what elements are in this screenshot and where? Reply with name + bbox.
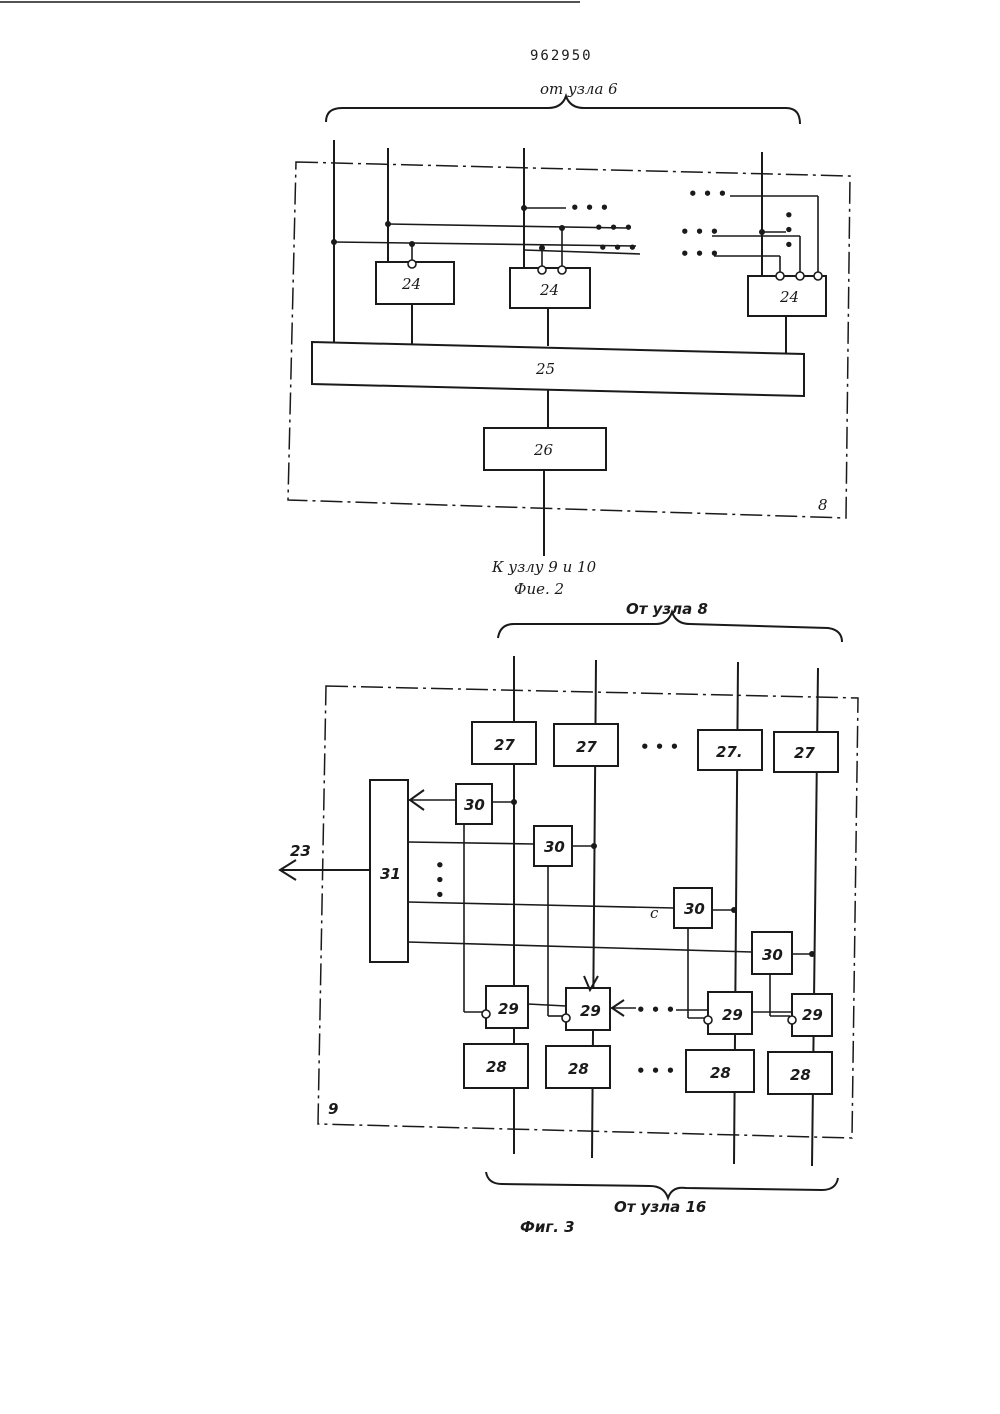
fig2-inverted-input bbox=[538, 266, 546, 274]
fig3-block-28-2-label: 28 bbox=[568, 1060, 589, 1078]
fig3-caption: Фиг. 3 bbox=[520, 1218, 575, 1236]
fig2-inverted-input bbox=[776, 272, 784, 280]
fig2-inverted-input bbox=[814, 272, 822, 280]
fig3-block-29-1-label: 29 bbox=[498, 1000, 519, 1018]
fig3-top-brace bbox=[498, 612, 842, 642]
fig3-block-27-3-label: 27. bbox=[716, 743, 743, 761]
fig3-block-31-label: 31 bbox=[380, 865, 401, 883]
fig2-block-25-label: 25 bbox=[535, 360, 555, 378]
fig2-inverted-input bbox=[796, 272, 804, 280]
fig3-block-29-3-label: 29 bbox=[722, 1006, 743, 1024]
fig3-block-28-4-label: 28 bbox=[790, 1066, 811, 1084]
fig3-c-mark: с bbox=[650, 904, 659, 922]
fig2-inverted-input bbox=[558, 266, 566, 274]
fig3-block-28-1-label: 28 bbox=[486, 1058, 507, 1076]
fig3-block-29-4-label: 29 bbox=[802, 1006, 823, 1024]
svg-text:• • •: • • • bbox=[680, 223, 719, 241]
fig3-block-27-2-label: 27 bbox=[576, 738, 597, 756]
figure-2: от узла 6 8 bbox=[288, 80, 850, 598]
fig2-block-24-left-label: 24 bbox=[401, 275, 421, 293]
svg-text:• • •: • • • bbox=[594, 219, 633, 237]
fig3-block-29-2-label: 29 bbox=[580, 1002, 601, 1020]
fig3-bottom-label: От узла 16 bbox=[614, 1198, 706, 1216]
figure-3: От узла 8 9 27 27 27. 27 • • • 31 23 • •… bbox=[280, 600, 858, 1236]
fig3-block-27-4-label: 27 bbox=[794, 744, 815, 762]
fig3-ellipsis-top: • • • bbox=[640, 738, 679, 756]
fig2-block-26-label: 26 bbox=[533, 441, 554, 459]
fig3-block-30-2-label: 30 bbox=[544, 838, 565, 856]
svg-text:• • •: • • • bbox=[570, 199, 609, 217]
svg-text:• • •: • • • bbox=[680, 245, 719, 263]
fig2-top-label: от узла 6 bbox=[540, 80, 618, 98]
fig2-frame-label: 8 bbox=[818, 496, 828, 514]
fig2-caption: Фие. 2 bbox=[514, 580, 564, 598]
fig3-block-28-3-label: 28 bbox=[710, 1064, 731, 1082]
fig3-frame-label: 9 bbox=[328, 1100, 338, 1118]
fig2-block-24-right-label: 24 bbox=[779, 288, 799, 306]
fig3-block-30-3-label: 30 bbox=[684, 900, 705, 918]
fig3-ellipsis-middle: • • • bbox=[636, 1001, 675, 1019]
page-number: 962950 bbox=[530, 48, 593, 64]
fig2-block-25 bbox=[312, 342, 804, 396]
fig3-block-30-4-label: 30 bbox=[762, 946, 783, 964]
fig2-top-brace bbox=[326, 96, 800, 124]
svg-text:• • •: • • • bbox=[779, 210, 797, 249]
fig2-block-24-middle-label: 24 bbox=[539, 281, 559, 299]
fig3-ellipsis-bottom: • • • bbox=[636, 1062, 675, 1080]
fig3-top-label: От узла 8 bbox=[626, 600, 708, 618]
fig3-ellipsis-vertical: • • • bbox=[430, 860, 448, 899]
fig3-output-label: 23 bbox=[290, 842, 311, 860]
fig3-bottom-brace bbox=[486, 1172, 838, 1198]
svg-text:• • •: • • • bbox=[598, 239, 637, 257]
fig3-block-27-1-label: 27 bbox=[494, 736, 515, 754]
fig2-inverted-input bbox=[408, 260, 416, 268]
fig2-bottom-label: К узлу 9 и 10 bbox=[491, 558, 597, 576]
svg-text:• • •: • • • bbox=[688, 185, 727, 203]
fig3-block-30-1-label: 30 bbox=[464, 796, 485, 814]
